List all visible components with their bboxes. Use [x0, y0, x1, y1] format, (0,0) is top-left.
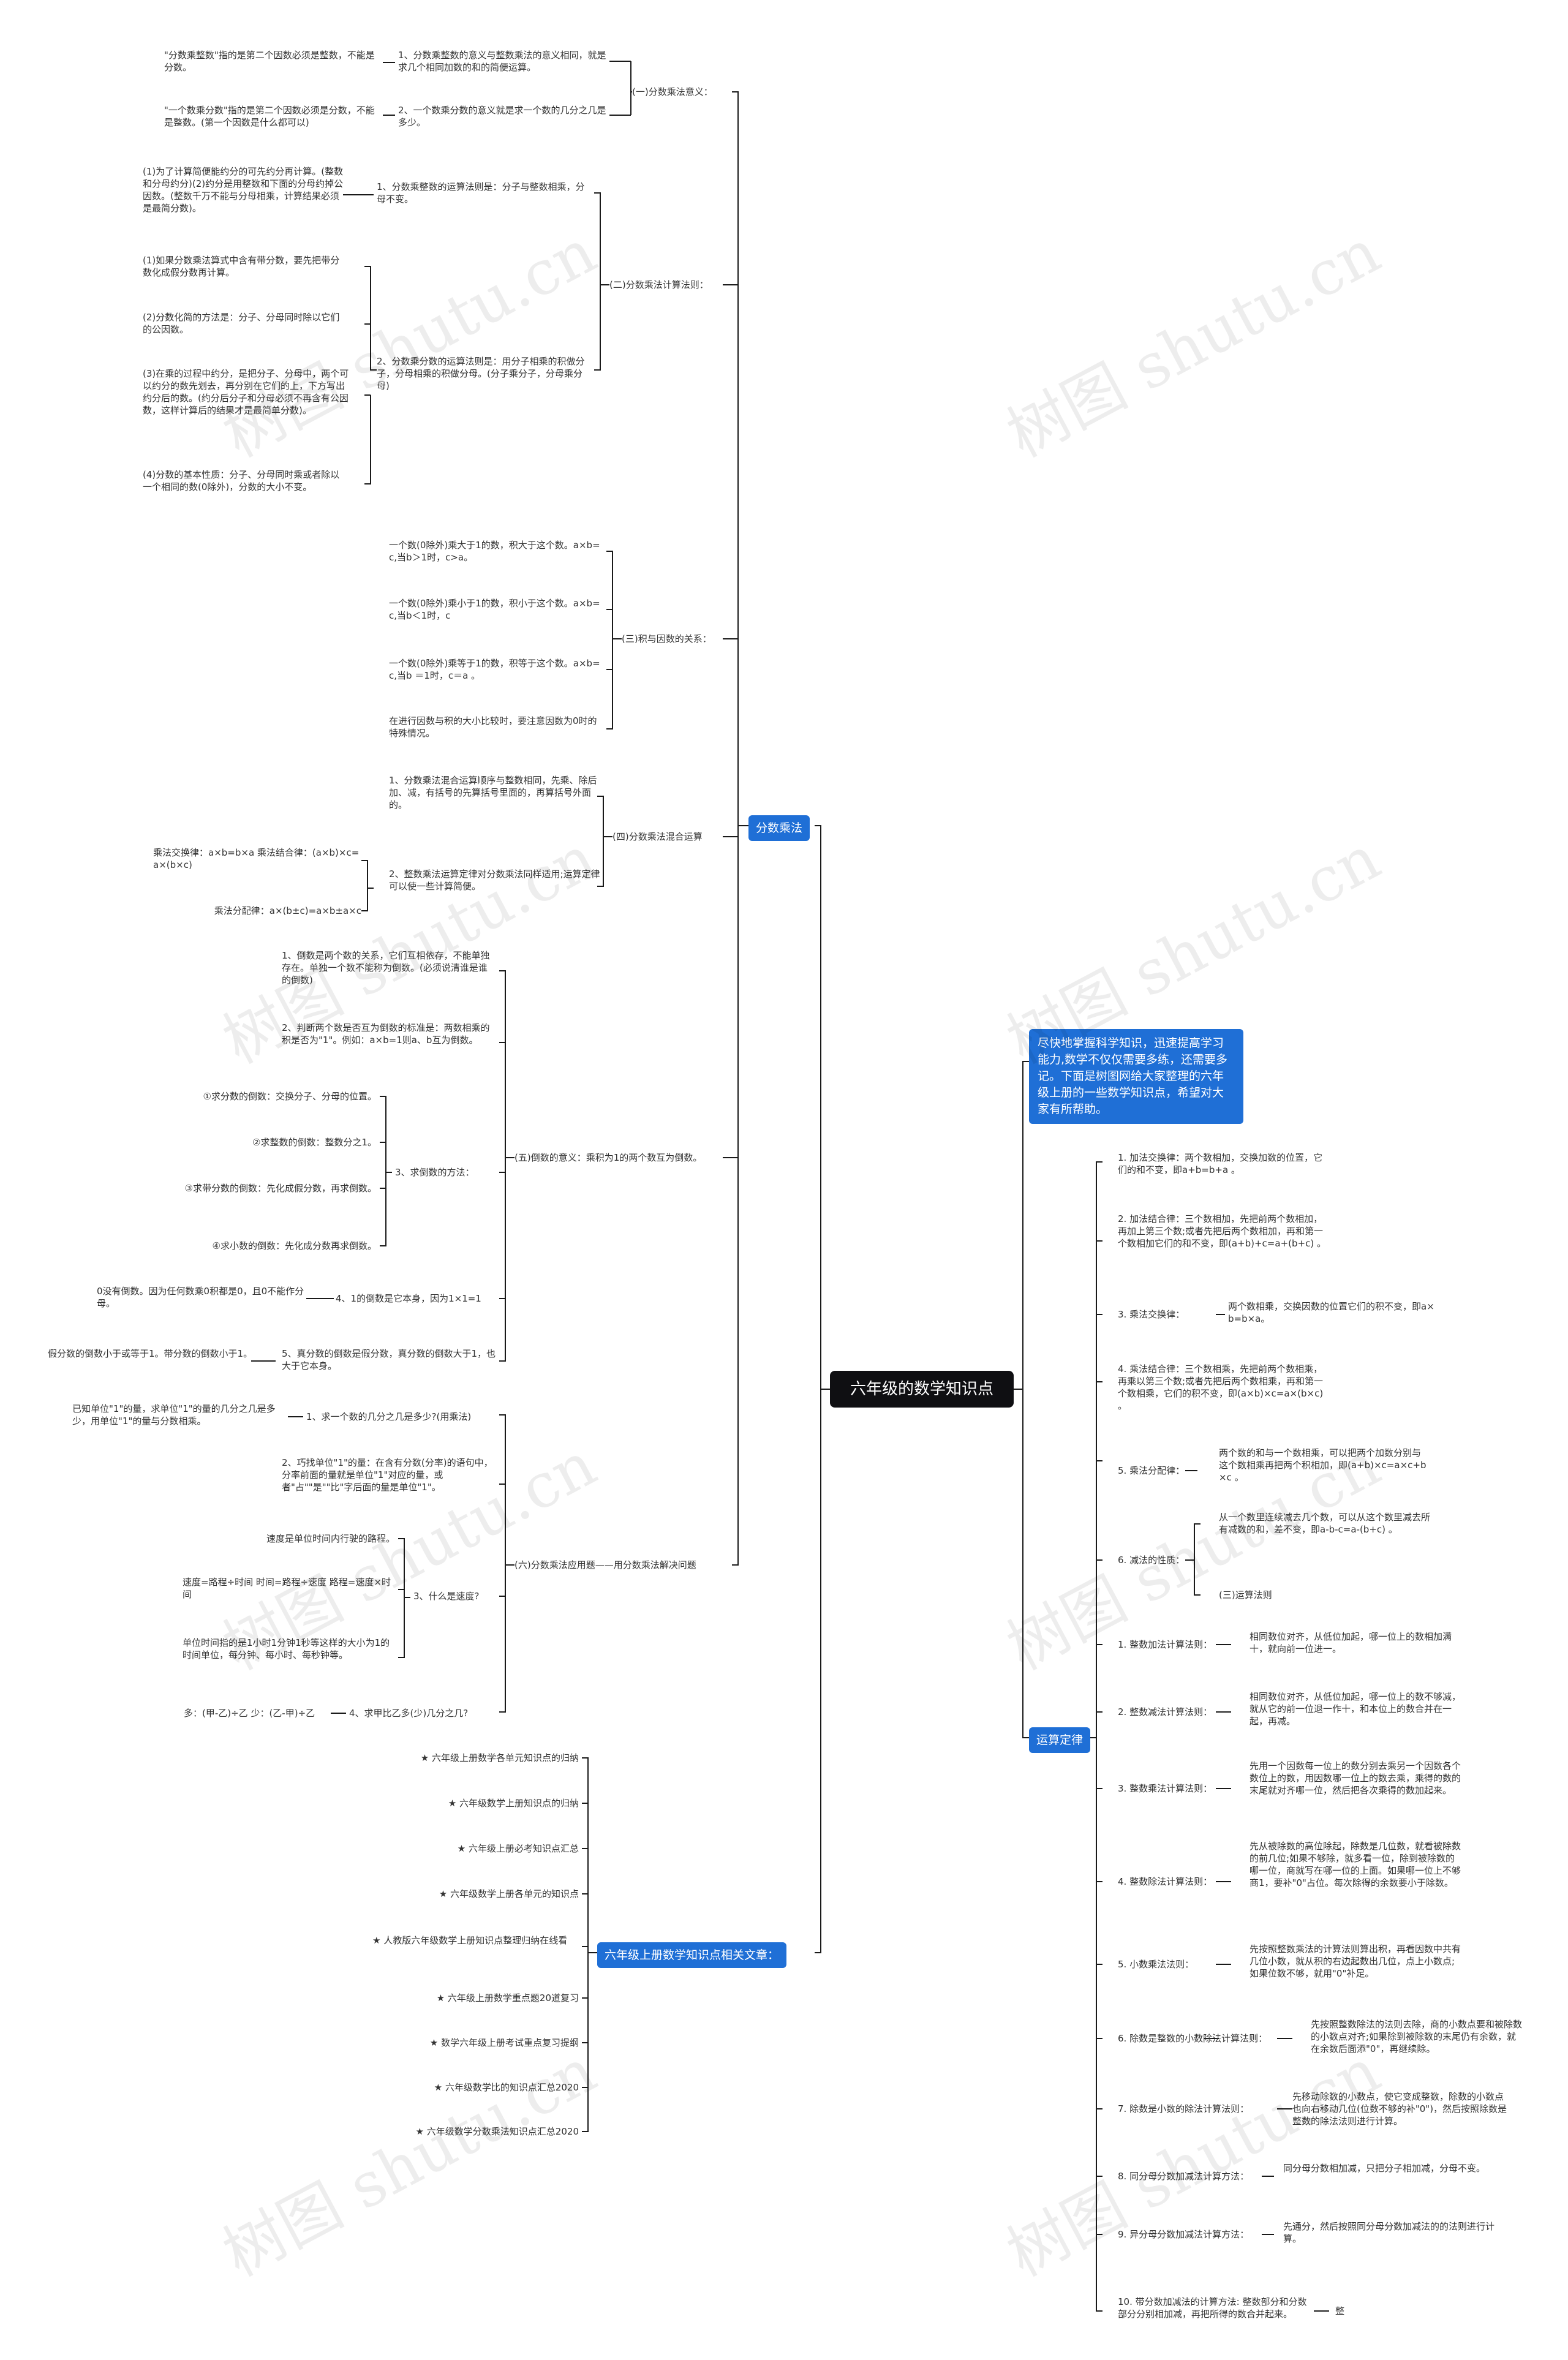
- law-item[interactable]: 4. 乘法结合律：三个数相乘，先把前两个数相乘，再乘以第三个数;或者先把后两个数…: [1118, 1363, 1324, 1411]
- rule-item[interactable]: 10. 带分数加减法的计算方法: 整数部分和分数部分分别相加减，再把所得的数合并…: [1118, 2296, 1307, 2320]
- sec4-item2b[interactable]: 乘法分配律：a×(b±c)=a×b±a×c: [214, 905, 361, 916]
- intro-note[interactable]: 尽快地掌握科学知识，迅速提高学习能力,数学不仅仅需要多练，还需要多记。下面是树图…: [1029, 1029, 1243, 1124]
- sec4-label[interactable]: (四)分数乘法混合运算: [612, 831, 703, 842]
- sec6-item3a[interactable]: 速度是单位时间内行驶的路程。: [266, 1533, 395, 1544]
- branch-yunsuan[interactable]: 运算定律: [1029, 1727, 1091, 1753]
- sec1-label[interactable]: (一)分数乘法意义：: [632, 86, 713, 97]
- article-item[interactable]: ★ 数学六年级上册考试重点复习提纲: [429, 2037, 579, 2048]
- article-item[interactable]: ★ 六年级数学比的知识点汇总2020: [434, 2082, 579, 2093]
- rule-item-3-detail[interactable]: 先用一个因数每一位上的数分别去乘另一个因数各个数位上的数，用因数哪一位上的数去乘…: [1250, 1760, 1461, 1796]
- sec3-label[interactable]: (三)积与因数的关系：: [622, 633, 712, 644]
- rule-item-7-detail[interactable]: 先移动除数的小数点，使它变成整数，除数的小数点也向右移动几位(位数不够的补"0"…: [1292, 2091, 1507, 2127]
- sec1-item1-note[interactable]: "分数乘整数"指的是第二个因数必须是整数，不能是分数。: [164, 50, 375, 73]
- law-item[interactable]: 2. 加法结合律：三个数相加，先把前两个数相加，再加上第三个数;或者先把后两个数…: [1118, 1213, 1326, 1249]
- sec1-item2-note[interactable]: "一个数乘分数"指的是第二个因数必须是分数，不能是整数。(第一个因数是什么都可以…: [164, 105, 375, 128]
- rule-item-9-detail[interactable]: 先通分，然后按照同分母分数加减法的的法则进行计算。: [1283, 2221, 1495, 2244]
- sec5-item4[interactable]: 4、1的倒数是它本身，因为1×1=1: [336, 1293, 481, 1304]
- sec6-item3[interactable]: 3、什么是速度?: [413, 1591, 480, 1602]
- article-item[interactable]: ★ 六年级数学上册知识点的归纳: [448, 1798, 579, 1809]
- sec6-item2[interactable]: 2、巧找单位"1"的量：在含有分数(分率)的语句中，分率前面的量就是单位"1"对…: [282, 1457, 493, 1493]
- law-item[interactable]: 5. 乘法分配律：: [1118, 1465, 1185, 1476]
- sec6-label[interactable]: (六)分数乘法应用题——用分数乘法解决问题: [514, 1559, 696, 1570]
- sec5-label[interactable]: (五)倒数的意义：乘积为1的两个数互为倒数。: [514, 1152, 703, 1163]
- sec2-item2b[interactable]: (2)分数化简的方法是：分子、分母同时除以它们的公因数。: [143, 312, 340, 335]
- sec5-item4-note[interactable]: 0没有倒数。因为任何数乘0积都是0，且0不能作分母。: [97, 1286, 304, 1309]
- branch-articles[interactable]: 六年级上册数学知识点相关文章：: [597, 1942, 787, 1968]
- sec5-item2[interactable]: 2、判断两个数是否互为倒数的标准是：两数相乘的积是否为"1"。例如：a×b=1则…: [282, 1022, 490, 1046]
- sec6-item3c[interactable]: 单位时间指的是1小时1分钟1秒等这样的大小为1的时间单位，每分钟、每小时、每秒钟…: [183, 1637, 390, 1661]
- sec6-item4-note[interactable]: 多：(甲-乙)÷乙 少：(乙-甲)÷乙: [184, 1708, 315, 1719]
- sec4-item2a[interactable]: 乘法交换律：a×b=b×a 乘法结合律：(a×b)×c=a×(b×c): [153, 847, 360, 870]
- sec1-item2[interactable]: 2、一个数乘分数的意义就是求一个数的几分之几是多少。: [398, 105, 606, 128]
- sec5-item3d[interactable]: ④求小数的倒数：先化成分数再求倒数。: [212, 1240, 377, 1251]
- rule-item-1-detail[interactable]: 相同数位对齐，从低位加起，哪一位上的数相加满十，就向前一位进一。: [1250, 1631, 1452, 1654]
- rule-item[interactable]: 5. 小数乘法法则：: [1118, 1959, 1194, 1970]
- article-item[interactable]: ★ 六年级上册数学重点题20道复习: [436, 1992, 579, 2004]
- rule-item-10-detail[interactable]: 整: [1335, 2305, 1345, 2317]
- sec5-item3a[interactable]: ①求分数的倒数：交换分子、分母的位置。: [203, 1091, 377, 1102]
- sec5-item1[interactable]: 1、倒数是两个数的关系，它们互相依存，不能单独存在。单独一个数不能称为倒数。(必…: [282, 950, 490, 986]
- rule-item[interactable]: 8. 同分母分数加减法计算方法：: [1118, 2171, 1250, 2182]
- sec6-item1[interactable]: 1、求一个数的几分之几是多少?(用乘法): [306, 1411, 472, 1422]
- root-node[interactable]: 六年级的数学知识点: [830, 1371, 1014, 1408]
- sec2-item2a[interactable]: (1)如果分数乘法算式中含有带分数，要先把带分数化成假分数再计算。: [143, 255, 340, 278]
- sec5-item5-note[interactable]: 假分数的倒数小于或等于1。带分数的倒数小于1。: [48, 1348, 253, 1359]
- sec2-item2c[interactable]: (3)在乘的过程中约分，是把分子、分母中，两个可以约分的数先划去，再分别在它们的…: [143, 368, 349, 416]
- rule-item[interactable]: 1. 整数加法计算法则：: [1118, 1639, 1213, 1650]
- law-item[interactable]: 3. 乘法交换律：: [1118, 1309, 1185, 1320]
- rule-item-8-detail[interactable]: 同分母分数相加减，只把分子相加减，分母不变。: [1283, 2163, 1486, 2174]
- law-item-6-detail-b[interactable]: (三)运算法则: [1219, 1589, 1272, 1600]
- law-item-3-detail[interactable]: 两个数相乘，交换因数的位置它们的积不变，即a×b=b×a。: [1228, 1301, 1434, 1324]
- rule-item-6-detail[interactable]: 先按照整数除法的法则去除，商的小数点要和被除数的小数点对齐;如果除到被除数的末尾…: [1311, 2019, 1523, 2054]
- sec2-item1[interactable]: 1、分数乘整数的运算法则是：分子与整数相乘，分母不变。: [377, 181, 585, 205]
- sec1-item1[interactable]: 1、分数乘整数的意义与整数乘法的意义相同，就是求几个相同加数的和的简便运算。: [398, 50, 606, 73]
- rule-item-5-detail[interactable]: 先按照整数乘法的计算法则算出积，再看因数中共有几位小数，就从积的右边起数出几位，…: [1250, 1943, 1461, 1979]
- sec6-item3b[interactable]: 速度=路程÷时间 时间=路程÷速度 路程=速度×时间: [183, 1577, 391, 1600]
- sec2-item2[interactable]: 2、分数乘分数的运算法则是：用分子相乘的积做分子，分母相乘的积做分母。(分子乘分…: [377, 356, 585, 391]
- rule-item-2-detail[interactable]: 相同数位对齐，从低位加起，哪一位上的数不够减，就从它的前一位退一作十，和本位上的…: [1250, 1691, 1461, 1727]
- article-item[interactable]: ★ 六年级上册必考知识点汇总: [457, 1843, 579, 1854]
- sec6-item4[interactable]: 4、求甲比乙多(少)几分之几?: [349, 1708, 469, 1719]
- sec5-item3b[interactable]: ②求整数的倒数：整数分之1。: [252, 1137, 377, 1148]
- rule-item[interactable]: 2. 整数减法计算法则：: [1118, 1706, 1213, 1717]
- rule-item[interactable]: 6. 除数是整数的小数除法计算法则：: [1118, 2033, 1268, 2044]
- sec3-item2[interactable]: 一个数(0除外)乘小于1的数，积小于这个数。a×b=c,当b＜1时，c: [389, 598, 600, 621]
- article-item[interactable]: ★ 六年级数学上册各单元的知识点: [439, 1888, 579, 1899]
- article-item[interactable]: ★ 人教版六年级数学上册知识点整理归纳在线看: [372, 1935, 568, 1946]
- sec3-item1[interactable]: 一个数(0除外)乘大于1的数，积大于这个数。a×b=c,当b＞1时，c>a。: [389, 540, 600, 563]
- sec2-label[interactable]: (二)分数乘法计算法则：: [609, 279, 709, 290]
- rule-item[interactable]: 4. 整数除法计算法则：: [1118, 1876, 1213, 1887]
- article-item[interactable]: ★ 六年级数学分数乘法知识点汇总2020: [415, 2126, 579, 2137]
- sec5-item5[interactable]: 5、真分数的倒数是假分数，真分数的倒数大于1，也大于它本身。: [282, 1348, 496, 1371]
- sec2-item1-note[interactable]: (1)为了计算简便能约分的可先约分再计算。(整数和分母约分)(2)约分是用整数和…: [143, 166, 344, 214]
- sec5-item3[interactable]: 3、求倒数的方法：: [395, 1167, 475, 1178]
- sec2-item2d[interactable]: (4)分数的基本性质：分子、分母同时乘或者除以一个相同的数(0除外)，分数的大小…: [143, 469, 340, 492]
- sec6-item1-note[interactable]: 已知单位"1"的量，求单位"1"的量的几分之几是多少，用单位"1"的量与分数相乘…: [72, 1403, 276, 1427]
- law-item-5-detail[interactable]: 两个数的和与一个数相乘，可以把两个加数分别与这个数相乘再把两个积相加，即(a+b…: [1219, 1447, 1427, 1483]
- sec4-item2[interactable]: 2、整数乘法运算定律对分数乘法同样适用;运算定律可以使一些计算简便。: [389, 869, 600, 892]
- rule-item[interactable]: 7. 除数是小数的除法计算法则：: [1118, 2103, 1250, 2114]
- sec3-item4[interactable]: 在进行因数与积的大小比较时，要注意因数为0时的特殊情况。: [389, 715, 597, 739]
- law-item[interactable]: 6. 减法的性质：: [1118, 1555, 1185, 1566]
- sec3-item3[interactable]: 一个数(0除外)乘等于1的数，积等于这个数。a×b=c,当b ＝1时，c＝a 。: [389, 658, 600, 681]
- law-item-6-detail-a[interactable]: 从一个数里连续减去几个数，可以从这个数里减去所有减数的和，差不变，即a-b-c=…: [1219, 1512, 1431, 1535]
- branch-fenshu[interactable]: 分数乘法: [748, 815, 810, 841]
- rule-item[interactable]: 9. 异分母分数加减法计算方法：: [1118, 2229, 1250, 2240]
- law-item[interactable]: 1. 加法交换律：两个数相加，交换加数的位置，它们的和不变，即a+b=b+a 。: [1118, 1152, 1323, 1175]
- rule-item[interactable]: 3. 整数乘法计算法则：: [1118, 1783, 1213, 1794]
- sec5-item3c[interactable]: ③求带分数的倒数：先化成假分数，再求倒数。: [184, 1183, 377, 1194]
- article-item[interactable]: ★ 六年级上册数学各单元知识点的归纳: [420, 1752, 579, 1763]
- rule-item-4-detail[interactable]: 先从被除数的高位除起，除数是几位数，就看被除数的前几位;如果不够除，就多看一位，…: [1250, 1841, 1461, 1888]
- sec4-item1[interactable]: 1、分数乘法混合运算顺序与整数相同，先乘、除后加、减，有括号的先算括号里面的，再…: [389, 775, 597, 810]
